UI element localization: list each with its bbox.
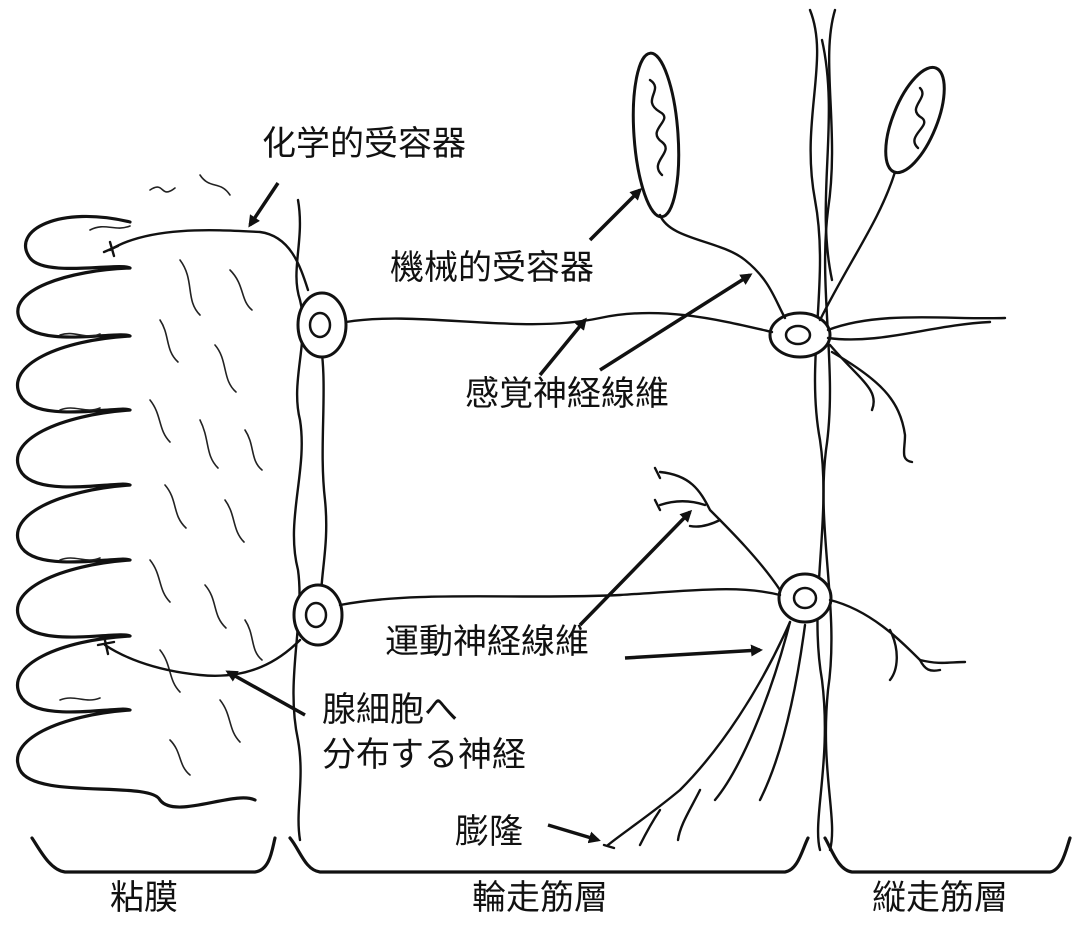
- ganglion-cell-upper-left: [298, 293, 346, 357]
- label-layer-circular-muscle: 輪走筋層: [472, 878, 608, 919]
- upper-right-branches: [828, 317, 1005, 462]
- label-layer-longitudinal-muscle: 縦走筋層: [872, 878, 1008, 919]
- sensory-fiber-path: [346, 313, 772, 332]
- mechanoreceptor-left: [628, 52, 785, 318]
- mucosa-villi: [18, 216, 255, 807]
- arrow-motor-2: [625, 650, 760, 658]
- bracket-longitudinal-muscle: [825, 838, 1070, 872]
- bracket-circular-muscle: [290, 838, 808, 872]
- arrow-sensory-1: [540, 320, 585, 375]
- arrow-varicosity: [548, 825, 598, 840]
- plexus-left-inner: [318, 330, 326, 610]
- label-motor-fiber: 運動神経線維: [385, 622, 589, 663]
- plexus-right-bundle: [810, 10, 835, 850]
- label-varicosity: 膨隆: [455, 812, 523, 853]
- gland-nerve-fiber: [105, 640, 300, 676]
- chemoreceptor-ending: [104, 242, 118, 256]
- plexus-left-line: [293, 200, 302, 840]
- label-sensory-fiber: 感覚神経線維: [465, 374, 669, 415]
- label-gland-nerve-line1: 腺細胞へ: [322, 690, 458, 731]
- mechanoreceptor-right: [820, 60, 956, 320]
- label-layer-mucosa: 粘膜: [110, 878, 178, 919]
- motor-fiber-path: [340, 589, 780, 605]
- bracket-mucosa: [32, 838, 275, 872]
- chemoreceptor-fiber: [110, 230, 308, 290]
- arrow-mechanoreceptor: [590, 190, 640, 240]
- lower-right-branches: [830, 600, 965, 680]
- arrow-motor-1: [580, 512, 690, 625]
- ganglion-cell-lower-right: [779, 574, 831, 622]
- ganglion-cell-lower-left: [294, 585, 342, 645]
- label-gland-nerve-line2: 分布する神経: [322, 735, 526, 776]
- label-mechanoreceptor: 機械的受容器: [390, 248, 594, 289]
- label-chemoreceptor: 化学的受容器: [262, 124, 466, 165]
- arrow-chemoreceptor: [250, 183, 278, 225]
- mucosa-tissue-texture: [60, 175, 262, 775]
